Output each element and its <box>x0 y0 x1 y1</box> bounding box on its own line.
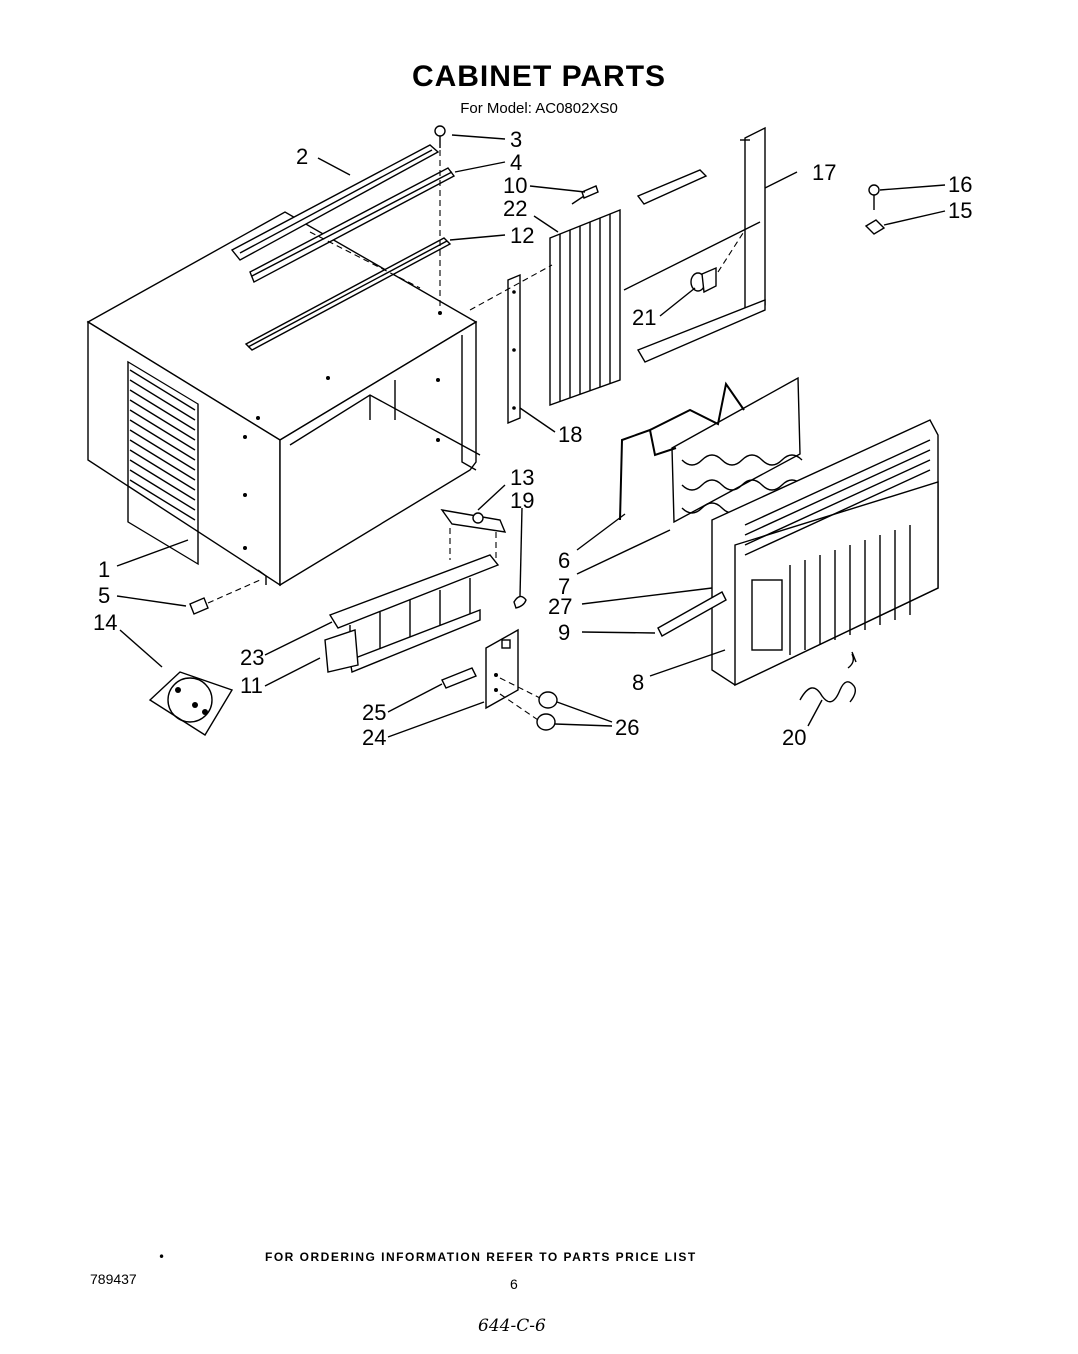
callout-2: 2 <box>296 144 308 169</box>
accordion-panel-22 <box>549 208 621 406</box>
plate-24 <box>485 628 519 710</box>
top-strip-12 <box>244 237 452 351</box>
strip-9 <box>657 591 727 637</box>
callout-23: 23 <box>240 645 264 670</box>
screw-10 <box>571 185 599 205</box>
clip-19 <box>513 595 527 609</box>
bracket-14 <box>148 671 234 736</box>
callout-11: 11 <box>240 673 263 698</box>
callout-10: 10 <box>503 173 527 198</box>
callout-20: 20 <box>782 725 806 750</box>
panel-rail-18 <box>507 273 521 425</box>
callout-9: 9 <box>558 620 570 645</box>
screw-5 <box>189 597 209 615</box>
callout-7: 7 <box>558 574 570 599</box>
callout-6: 6 <box>558 548 570 573</box>
footer-bullet: • <box>158 1250 166 1264</box>
cabinet-shell <box>86 211 481 587</box>
clip-15 <box>864 219 886 235</box>
screw-16 <box>868 184 880 210</box>
callout-21: 21 <box>632 305 656 330</box>
screw-3 <box>434 125 446 148</box>
clip-21 <box>690 266 717 294</box>
page-title: CABINET PARTS <box>411 60 667 93</box>
callout-15: 15 <box>948 198 972 223</box>
knobs-26 <box>499 677 558 731</box>
callout-leaders <box>116 134 946 738</box>
callout-14: 14 <box>93 610 117 635</box>
spacer-25 <box>441 667 477 689</box>
callout-18: 18 <box>558 422 582 447</box>
knob-bracket-13 <box>440 509 507 560</box>
callout-1: 1 <box>98 557 110 582</box>
callout-16: 16 <box>948 172 972 197</box>
callout-labels: 1 2 3 4 5 6 7 8 9 10 11 12 13 14 15 16 1… <box>93 127 972 750</box>
page-number: 6 <box>510 1276 518 1292</box>
cabinet-louvres <box>127 360 199 566</box>
callout-12: 12 <box>510 223 534 248</box>
top-channel-4 <box>249 167 456 283</box>
top-trim-strip-2 <box>230 144 440 261</box>
callout-17: 17 <box>812 160 836 185</box>
wire-harness-20 <box>799 651 857 703</box>
callout-8: 8 <box>632 670 644 695</box>
filter-retainer-6 <box>619 381 745 521</box>
ordering-note: FOR ORDERING INFORMATION REFER TO PARTS … <box>265 1250 697 1264</box>
control-bracket-23 <box>328 554 500 673</box>
callout-4: 4 <box>510 150 522 175</box>
callout-5: 5 <box>98 583 110 608</box>
callout-13: 13 <box>510 465 534 490</box>
callout-3: 3 <box>510 127 522 152</box>
handwritten-note: 644-C-6 <box>478 1316 546 1336</box>
callout-25: 25 <box>362 700 386 725</box>
callout-22: 22 <box>503 196 527 221</box>
callout-19: 19 <box>510 488 534 513</box>
document-number: 789437 <box>90 1271 137 1287</box>
window-frame-17 <box>623 126 766 363</box>
front-grille-8 <box>711 419 939 687</box>
callout-24: 24 <box>362 725 386 750</box>
bracket-11 <box>324 629 359 673</box>
callout-26: 26 <box>615 715 639 740</box>
model-subtitle: For Model: AC0802XS0 <box>460 100 618 117</box>
callout-27: 27 <box>548 594 572 619</box>
